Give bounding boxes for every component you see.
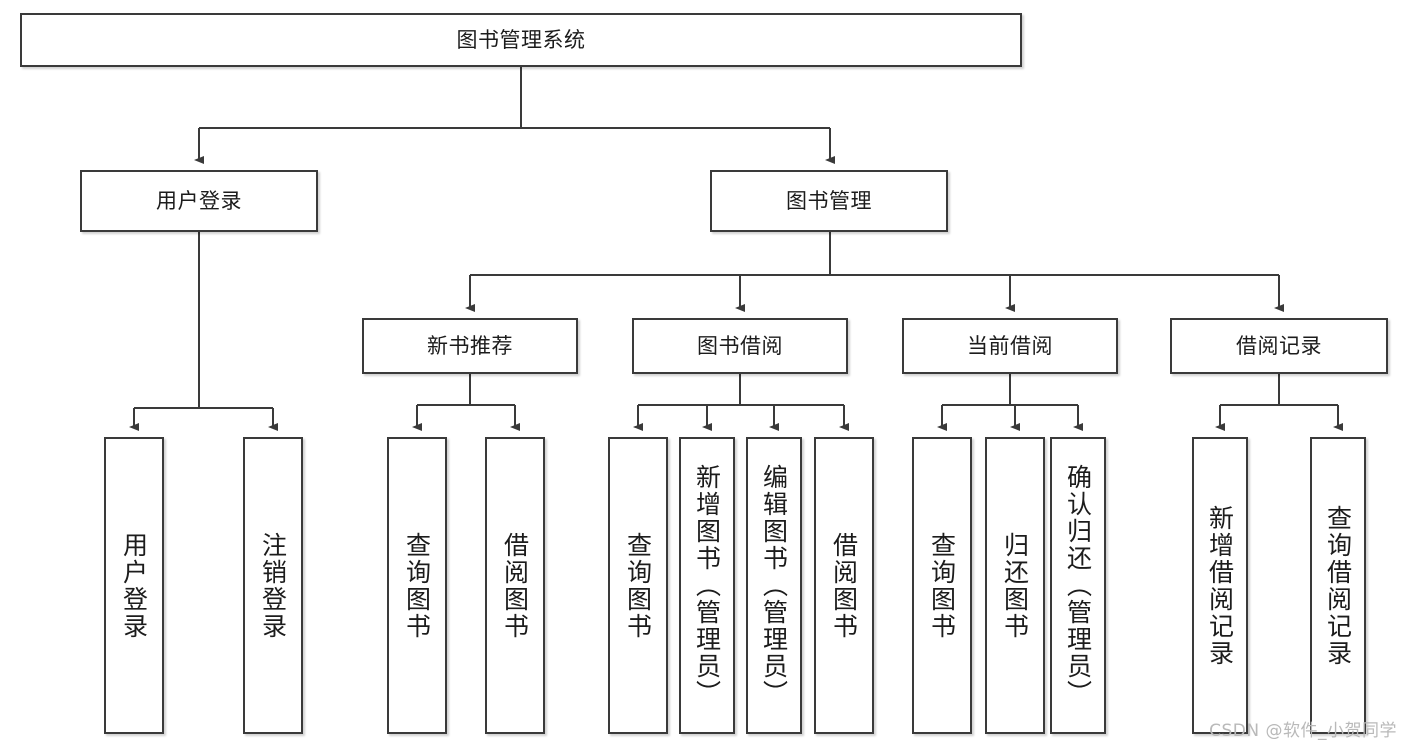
leaf-query-book-current-label: 查询图书 xyxy=(927,531,957,640)
leaf-add-book-admin-label: 新增图书（管理员） xyxy=(692,464,722,707)
leaf-return-book-label: 归还图书 xyxy=(1000,531,1030,640)
leaf-borrow-book-newbook[interactable]: 借阅图书 xyxy=(485,437,545,734)
leaf-query-book-current[interactable]: 查询图书 xyxy=(912,437,972,734)
leaf-edit-book-admin-label: 编辑图书（管理员） xyxy=(759,464,789,707)
leaf-confirm-return-admin[interactable]: 确认归还（管理员） xyxy=(1050,437,1106,734)
leaf-borrow-book[interactable]: 借阅图书 xyxy=(814,437,874,734)
leaf-logout[interactable]: 注销登录 xyxy=(243,437,303,734)
node-user-login-label: 用户登录 xyxy=(156,188,242,213)
node-new-book-recommend-label: 新书推荐 xyxy=(427,333,513,358)
leaf-user-login[interactable]: 用户登录 xyxy=(104,437,164,734)
node-borrow-record[interactable]: 借阅记录 xyxy=(1170,318,1388,374)
node-borrow-record-label: 借阅记录 xyxy=(1236,333,1322,358)
leaf-edit-book-admin[interactable]: 编辑图书（管理员） xyxy=(746,437,802,734)
node-book-management[interactable]: 图书管理 xyxy=(710,170,948,232)
watermark: CSDN @软件_小贺同学 xyxy=(1209,721,1397,741)
leaf-query-borrow-record[interactable]: 查询借阅记录 xyxy=(1310,437,1366,734)
leaf-user-login-label: 用户登录 xyxy=(119,531,149,640)
leaf-confirm-return-admin-label: 确认归还（管理员） xyxy=(1063,464,1093,707)
node-root-label: 图书管理系统 xyxy=(456,27,586,52)
leaf-query-book-newbook-label: 查询图书 xyxy=(402,531,432,640)
node-book-borrow[interactable]: 图书借阅 xyxy=(632,318,848,374)
node-book-borrow-label: 图书借阅 xyxy=(697,333,783,358)
node-book-management-label: 图书管理 xyxy=(786,188,872,213)
leaf-borrow-book-label: 借阅图书 xyxy=(829,531,859,640)
node-user-login[interactable]: 用户登录 xyxy=(80,170,318,232)
leaf-query-book-borrow[interactable]: 查询图书 xyxy=(608,437,668,734)
node-current-borrow[interactable]: 当前借阅 xyxy=(902,318,1118,374)
leaf-query-book-borrow-label: 查询图书 xyxy=(623,531,653,640)
leaf-add-borrow-record-label: 新增借阅记录 xyxy=(1205,504,1235,667)
leaf-add-book-admin[interactable]: 新增图书（管理员） xyxy=(679,437,735,734)
leaf-borrow-book-newbook-label: 借阅图书 xyxy=(500,531,530,640)
leaf-return-book[interactable]: 归还图书 xyxy=(985,437,1045,734)
leaf-logout-label: 注销登录 xyxy=(258,531,288,640)
leaf-add-borrow-record[interactable]: 新增借阅记录 xyxy=(1192,437,1248,734)
node-current-borrow-label: 当前借阅 xyxy=(967,333,1053,358)
node-root[interactable]: 图书管理系统 xyxy=(20,13,1022,67)
leaf-query-book-newbook[interactable]: 查询图书 xyxy=(387,437,447,734)
leaf-query-borrow-record-label: 查询借阅记录 xyxy=(1323,504,1353,667)
node-new-book-recommend[interactable]: 新书推荐 xyxy=(362,318,578,374)
